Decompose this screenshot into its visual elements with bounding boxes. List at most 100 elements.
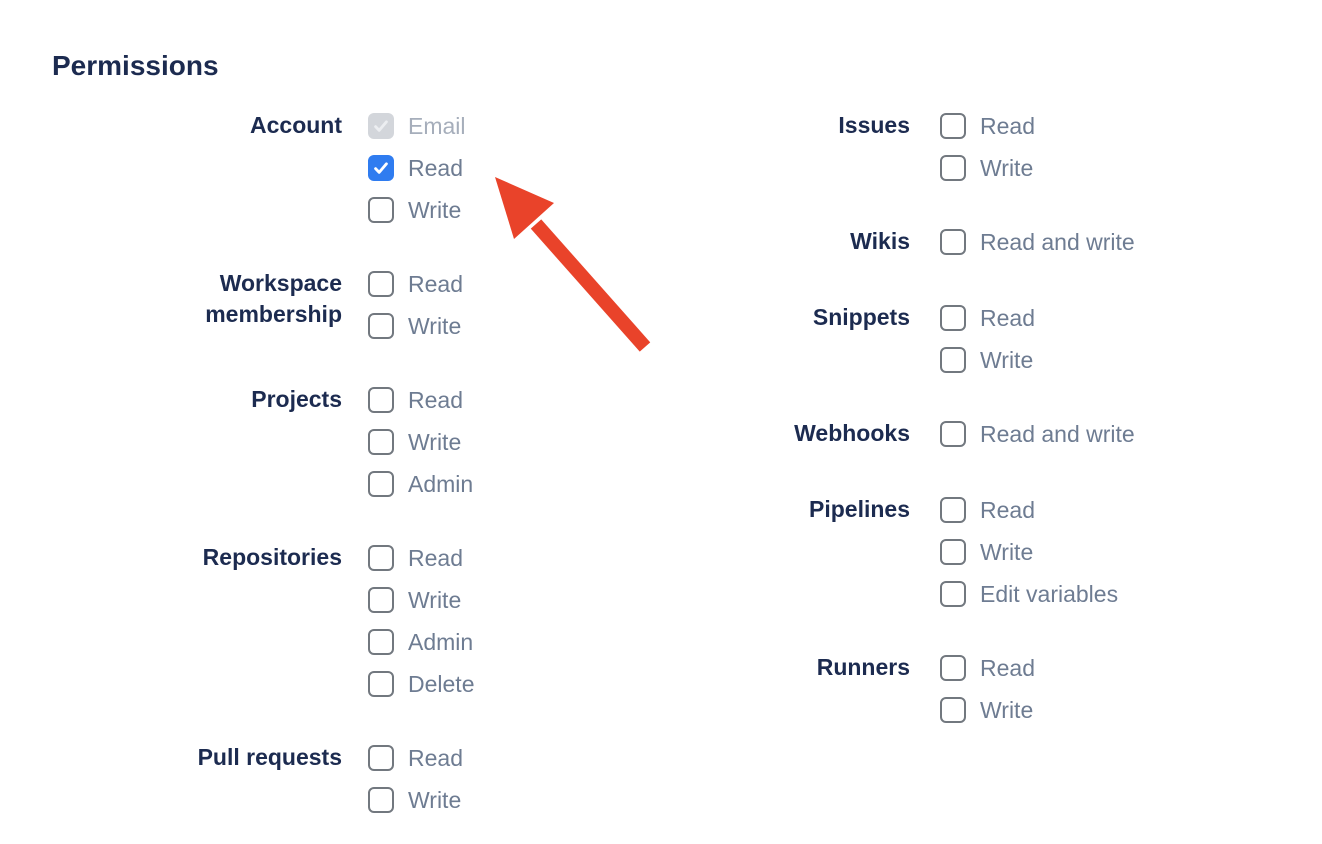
option-pipelines-write[interactable]: Write	[940, 539, 1118, 565]
runners-read-checkbox[interactable]	[940, 655, 966, 681]
checkmark-icon	[374, 120, 388, 132]
option-snippets-read[interactable]: Read	[940, 305, 1035, 331]
pull-requests-write-checkbox[interactable]	[368, 787, 394, 813]
option-label-issues-write: Write	[980, 155, 1034, 181]
option-label-pull-requests-read: Read	[408, 745, 463, 771]
snippets-write-checkbox[interactable]	[940, 347, 966, 373]
option-wikis-read-and-write[interactable]: Read and write	[940, 229, 1135, 255]
option-label-snippets-write: Write	[980, 347, 1034, 373]
option-label-snippets-read: Read	[980, 305, 1035, 331]
projects-read-checkbox[interactable]	[368, 387, 394, 413]
account-email-checkbox	[368, 113, 394, 139]
option-label-runners-write: Write	[980, 697, 1034, 723]
group-label-webhooks: Webhooks	[794, 420, 910, 446]
checkmark-icon	[374, 162, 388, 174]
pipelines-read-checkbox[interactable]	[940, 497, 966, 523]
permission-group-wikis: Wikis Read and write	[670, 228, 1135, 257]
option-label-pipelines-write: Write	[980, 539, 1034, 565]
group-label-projects: Projects	[251, 386, 342, 412]
option-label-projects-read: Read	[408, 387, 463, 413]
option-runners-read[interactable]: Read	[940, 655, 1035, 681]
group-label-runners: Runners	[816, 654, 910, 680]
option-pipelines-edit-variables[interactable]: Edit variables	[940, 581, 1118, 607]
repositories-write-checkbox[interactable]	[368, 587, 394, 613]
option-pull-requests-read[interactable]: Read	[368, 745, 463, 771]
pipelines-edit-variables-checkbox[interactable]	[940, 581, 966, 607]
option-webhooks-read-and-write[interactable]: Read and write	[940, 421, 1135, 447]
option-repositories-delete[interactable]: Delete	[368, 671, 474, 697]
option-label-webhooks-read-and-write: Read and write	[980, 421, 1135, 447]
group-label-pipelines: Pipelines	[809, 496, 910, 522]
workspace-membership-write-checkbox[interactable]	[368, 313, 394, 339]
option-pipelines-read[interactable]: Read	[940, 497, 1118, 523]
option-label-issues-read: Read	[980, 113, 1035, 139]
option-account-read[interactable]: Read	[368, 155, 466, 181]
option-label-wikis-read-and-write: Read and write	[980, 229, 1135, 255]
account-read-checkbox[interactable]	[368, 155, 394, 181]
option-label-account-read: Read	[408, 155, 463, 181]
repositories-delete-checkbox[interactable]	[368, 671, 394, 697]
option-workspace-membership-read[interactable]: Read	[368, 271, 463, 297]
option-label-account-email: Email	[408, 113, 466, 139]
pull-requests-read-checkbox[interactable]	[368, 745, 394, 771]
option-label-workspace-membership-read: Read	[408, 271, 463, 297]
option-runners-write[interactable]: Write	[940, 697, 1035, 723]
option-repositories-admin[interactable]: Admin	[368, 629, 474, 655]
wikis-read-and-write-checkbox[interactable]	[940, 229, 966, 255]
group-label-pull-requests: Pull requests	[197, 744, 342, 770]
pipelines-write-checkbox[interactable]	[940, 539, 966, 565]
option-label-repositories-admin: Admin	[408, 629, 474, 655]
group-label-workspace-membership: Workspace membership	[205, 270, 342, 327]
option-list-wikis: Read and write	[940, 229, 1135, 257]
option-pull-requests-write[interactable]: Write	[368, 787, 463, 813]
option-label-runners-read: Read	[980, 655, 1035, 681]
permission-group-webhooks: Webhooks Read and write	[670, 420, 1135, 449]
option-projects-admin[interactable]: Admin	[368, 471, 473, 497]
group-label-issues: Issues	[838, 112, 910, 138]
workspace-membership-read-checkbox[interactable]	[368, 271, 394, 297]
issues-write-checkbox[interactable]	[940, 155, 966, 181]
option-issues-write[interactable]: Write	[940, 155, 1035, 181]
group-label-wikis: Wikis	[850, 228, 910, 254]
option-account-write[interactable]: Write	[368, 197, 466, 223]
option-repositories-read[interactable]: Read	[368, 545, 474, 571]
option-snippets-write[interactable]: Write	[940, 347, 1035, 373]
repositories-admin-checkbox[interactable]	[368, 629, 394, 655]
repositories-read-checkbox[interactable]	[368, 545, 394, 571]
option-projects-read[interactable]: Read	[368, 387, 473, 413]
option-label-account-write: Write	[408, 197, 462, 223]
option-workspace-membership-write[interactable]: Write	[368, 313, 463, 339]
page-title: Permissions	[52, 50, 219, 81]
option-list-webhooks: Read and write	[940, 421, 1135, 449]
option-label-pipelines-read: Read	[980, 497, 1035, 523]
option-projects-write[interactable]: Write	[368, 429, 473, 455]
account-write-checkbox[interactable]	[368, 197, 394, 223]
issues-read-checkbox[interactable]	[940, 113, 966, 139]
option-repositories-write[interactable]: Write	[368, 587, 474, 613]
runners-write-checkbox[interactable]	[940, 697, 966, 723]
projects-write-checkbox[interactable]	[368, 429, 394, 455]
snippets-read-checkbox[interactable]	[940, 305, 966, 331]
projects-admin-checkbox[interactable]	[368, 471, 394, 497]
webhooks-read-and-write-checkbox[interactable]	[940, 421, 966, 447]
option-issues-read[interactable]: Read	[940, 113, 1035, 139]
group-label-account: Account	[250, 112, 342, 138]
